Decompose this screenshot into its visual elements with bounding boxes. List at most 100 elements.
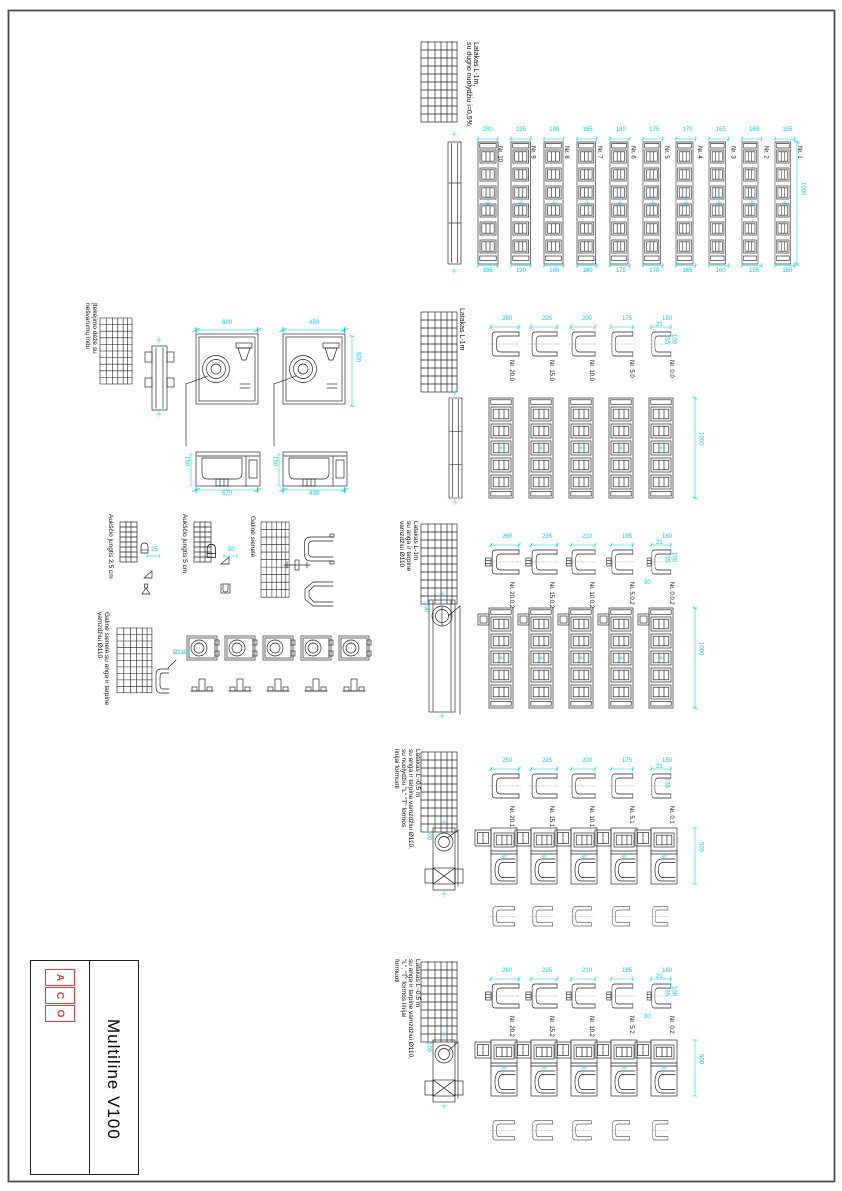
dim-value: 165 xyxy=(682,268,693,274)
part-label: Nr. 5.0 xyxy=(628,360,634,378)
g4-title-line3: su nuolydžiu "L" "T" formos xyxy=(400,749,407,828)
g3-title-line2: su anga ir tarpine xyxy=(405,521,412,572)
part-label: Nr. 0.1 xyxy=(668,806,674,824)
part-label: Nr. 10.0 xyxy=(588,360,594,382)
part-label: Nr. 0.2 xyxy=(668,1016,674,1034)
g5-title-line1: Latakas L~0,5 m xyxy=(414,959,421,1008)
g3-length-dim: 1000 xyxy=(697,642,704,656)
dim-value: 185 xyxy=(621,534,632,540)
dim-value: 155 xyxy=(749,268,760,274)
dim-value: 200 xyxy=(482,127,493,133)
g4-length-dim: 500 xyxy=(697,842,704,853)
joint5-dim: 50 xyxy=(228,547,235,553)
g4-title-line2: su anga ir tarpine vamzdžiui Ø110, xyxy=(407,749,414,849)
aco-logo-icon: C xyxy=(45,987,75,1004)
part-label: Nr. 0.0 xyxy=(668,360,674,378)
dim-value: 100 xyxy=(670,552,677,563)
endwall-hole-pipe-dim: Ø110 xyxy=(173,650,188,656)
endwall-hole-title-line1: Galinė sienelė su anga ir tarpine xyxy=(103,612,110,706)
dim-value: 185 xyxy=(549,268,560,274)
part-label: Nr. 10.1 xyxy=(588,806,594,828)
g3-title-line3: vamzdžiui Ø110 xyxy=(398,521,405,568)
g1-title-line1: Latakas L-1m, xyxy=(472,42,479,87)
dim-value: 160 xyxy=(661,534,672,540)
dim-value: 185 xyxy=(621,968,632,974)
g5-title: Latakas L~0,5 m su anga ir tarpine vamzd… xyxy=(393,959,421,1059)
dim-value: 135 xyxy=(663,778,670,789)
dim-value: 200 xyxy=(581,316,592,322)
aco-logo-icon: O xyxy=(45,1005,75,1022)
part-label: Nr. 7 xyxy=(596,146,603,159)
g1-length-dim: 1000 xyxy=(799,182,806,196)
dim-value: 165 xyxy=(715,127,726,133)
joint25-dim: 25 xyxy=(151,547,158,553)
g2-title: Latakas L-1m xyxy=(458,308,465,350)
dim-value: 21 xyxy=(656,764,663,770)
dim-value: 250 xyxy=(501,316,512,322)
part-label: Nr. 15.0.2 xyxy=(548,582,554,609)
dim-value: 235 xyxy=(541,534,552,540)
dim-value: 170 xyxy=(682,127,693,133)
inlet-height-dim: 500 xyxy=(354,352,361,363)
g2-title-line1: Latakas L-1m xyxy=(458,308,465,351)
endwall-hole-title: Galinė sienelė su anga ir tarpine vamzdž… xyxy=(96,612,110,705)
g5-length-dim: 500 xyxy=(697,1054,704,1065)
dim-value: 21 xyxy=(656,540,663,546)
g1-title: Latakas L-1m, su dugno nuolydžiu i=0,5% xyxy=(459,42,479,132)
dim-value: 180 xyxy=(582,268,593,274)
dim-value: 21 xyxy=(656,322,663,328)
inlet-plan-dim2: 450 xyxy=(308,320,320,326)
g4-hole-dim: 100 xyxy=(425,830,432,841)
endwall-title-line: Galinė sienelė xyxy=(249,516,256,558)
dim-value: 160 xyxy=(715,268,726,274)
g3-title: Latakas L-1m su anga ir tarpine vamzdžiu… xyxy=(398,521,419,571)
dim-value: 135 xyxy=(663,986,670,997)
logo-letter: A xyxy=(54,973,66,982)
logo-letter: O xyxy=(54,1009,66,1018)
dim-value: 190 xyxy=(515,268,526,274)
joint5-title-line: Aukščio jungtis 5 cm xyxy=(181,514,188,574)
g3-title-line1: Latakas L-1m xyxy=(412,521,419,561)
part-label: Nr. 20.1 xyxy=(508,806,514,828)
part-label: Nr. 20.0.2 xyxy=(508,582,514,609)
part-label: Nr. 5.1 xyxy=(628,806,634,824)
part-label: Nr. 3 xyxy=(729,146,736,159)
dim-value: 235 xyxy=(541,968,552,974)
dim-value: 21 xyxy=(656,974,663,980)
endwall-title: Galinė sienelė xyxy=(249,516,256,557)
part-label: Nr. 5.0.2 xyxy=(628,582,634,605)
joint5-title: Aukščio jungtis 5 cm xyxy=(181,514,188,573)
dim-value: 135 xyxy=(663,552,670,563)
dim-value: 190 xyxy=(549,127,560,133)
part-label: Nr. 5 xyxy=(662,146,669,159)
part-label: Nr. 2 xyxy=(762,146,769,159)
dim-value: 175 xyxy=(649,127,660,133)
dim-value: 175 xyxy=(615,268,626,274)
inlet-depth-dim2: 150 xyxy=(271,456,278,467)
part-label: Nr. 8 xyxy=(562,146,569,159)
g2-length-dim: 1000 xyxy=(697,432,704,446)
title-block-divider xyxy=(89,961,90,1174)
dim-value: 30 xyxy=(644,580,651,586)
dim-value: 30 xyxy=(644,1014,651,1020)
dim-value: 100 xyxy=(670,334,677,345)
part-label: Nr. 0.0.2 xyxy=(668,582,674,605)
dim-value: 170 xyxy=(649,268,660,274)
dim-value: 160 xyxy=(749,127,760,133)
dim-value: 135 xyxy=(663,334,670,345)
part-label: Nr. 1 xyxy=(795,146,802,159)
inlet-title-line1: Įtekėjimo dėžė su xyxy=(91,303,98,354)
g5-hole-dim: 100 xyxy=(425,1042,432,1053)
dim-value: 150 xyxy=(782,268,793,274)
dim-value: 175 xyxy=(621,316,632,322)
g5-title-line2: su anga ir tarpine vamzdžiui Ø110, xyxy=(407,959,414,1059)
